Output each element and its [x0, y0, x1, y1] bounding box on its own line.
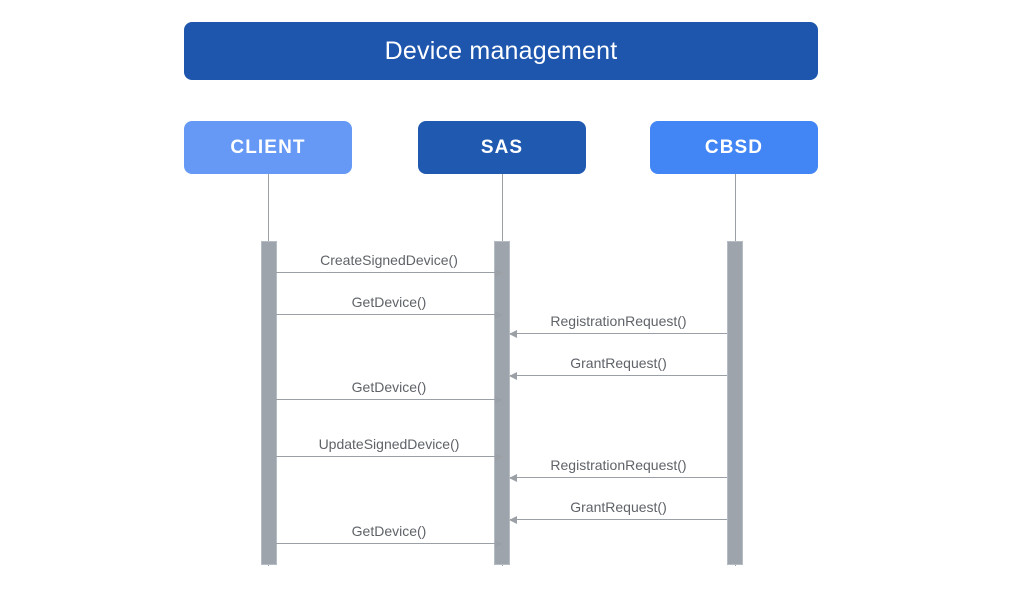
participant-box-cbsd[interactable]: CBSD: [650, 121, 818, 174]
message-line: [276, 543, 502, 544]
message-label: CreateSignedDevice(): [320, 252, 458, 268]
message-line: [510, 519, 727, 520]
message-line: [276, 314, 502, 315]
arrow-right-icon: [495, 268, 503, 277]
diagram-title-text: Device management: [384, 36, 618, 65]
arrow-right-icon: [495, 452, 503, 461]
diagram-title-banner: Device management: [184, 22, 818, 80]
message-label: RegistrationRequest(): [550, 457, 687, 473]
message-line: [510, 477, 727, 478]
participant-label-client: CLIENT: [230, 136, 306, 158]
message-label: GrantRequest(): [570, 355, 667, 371]
message-label: GetDevice(): [351, 294, 427, 310]
arrow-left-icon: [509, 473, 517, 482]
arrow-right-icon: [495, 310, 503, 319]
message-line: [276, 399, 502, 400]
arrow-right-icon: [495, 539, 503, 548]
message-label: UpdateSignedDevice(): [318, 436, 460, 452]
message-line: [276, 272, 502, 273]
message-label: RegistrationRequest(): [550, 313, 687, 329]
arrow-right-icon: [495, 395, 503, 404]
arrow-left-icon: [509, 329, 517, 338]
message-line: [510, 375, 727, 376]
arrow-left-icon: [509, 515, 517, 524]
participant-box-sas[interactable]: SAS: [418, 121, 586, 174]
participant-box-client[interactable]: CLIENT: [184, 121, 352, 174]
activation-bar-cbsd: [727, 241, 743, 565]
arrow-left-icon: [509, 371, 517, 380]
message-label: GetDevice(): [351, 523, 427, 539]
participant-label-sas: SAS: [480, 136, 524, 158]
message-line: [510, 333, 727, 334]
participant-label-cbsd: CBSD: [704, 136, 764, 158]
message-label: GetDevice(): [351, 379, 427, 395]
message-line: [276, 456, 502, 457]
message-label: GrantRequest(): [570, 499, 667, 515]
activation-bar-client: [261, 241, 277, 565]
